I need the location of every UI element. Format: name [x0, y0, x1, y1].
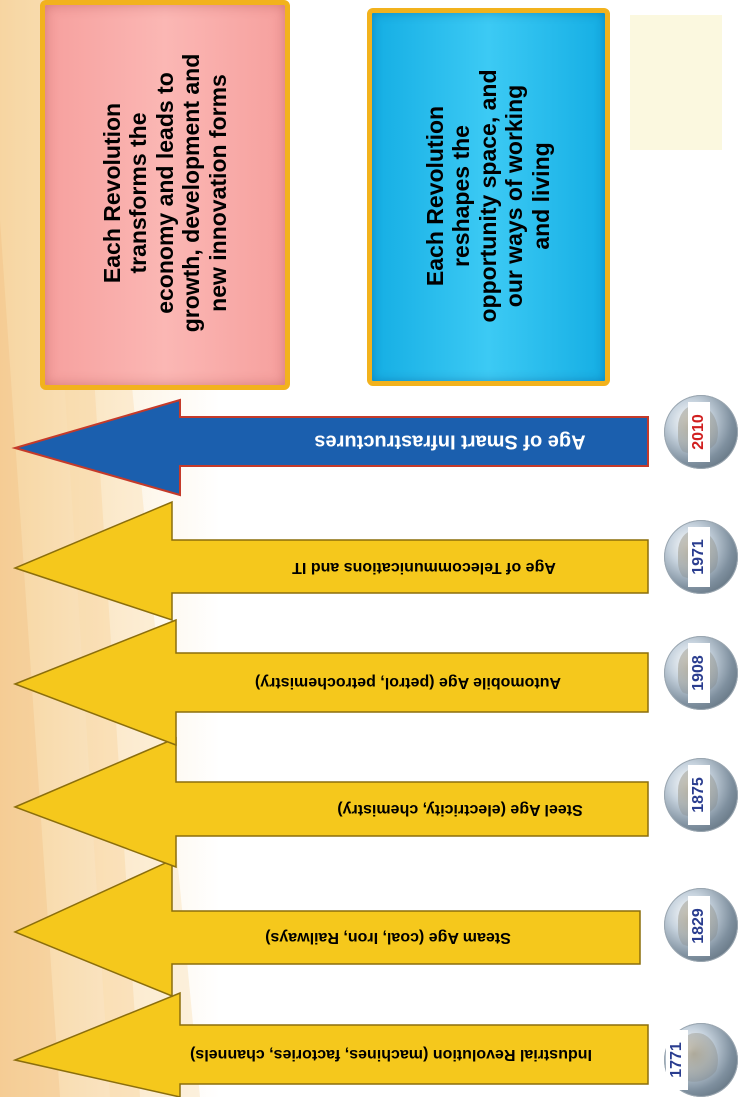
year-badge-1829: 1829 — [688, 896, 710, 956]
arrow-industrial-revolution — [12, 991, 649, 1097]
arrow-steel-age — [12, 736, 649, 869]
arrow-smart-infrastructures — [11, 398, 649, 497]
year-badge-1971: 1971 — [688, 527, 710, 587]
era-label-industrial-revolution: Industrial Revolution (machines, factori… — [190, 1046, 592, 1063]
year-badge-1875: 1875 — [688, 765, 710, 825]
era-label-smart-infrastructures: Age of Smart Infrastructures — [314, 430, 586, 453]
year-badge-2010: 2010 — [688, 402, 710, 462]
arrow-steam-age — [13, 858, 641, 998]
era-label-telecommunications-age: Age of Telecommunications and IT — [292, 559, 556, 576]
arrow-telecommunications-age — [12, 500, 649, 622]
note-panel — [630, 15, 722, 150]
era-label-steam-age: Steam Age (coal, Iron, Railways) — [265, 929, 511, 946]
era-label-steel-age: Steel Age (electricity, chemistry) — [337, 801, 583, 818]
economy-box — [40, 0, 290, 390]
year-badge-1908: 1908 — [688, 643, 710, 703]
arrow-automobile-age — [12, 618, 649, 747]
year-badge-1771: 1771 — [666, 1030, 688, 1090]
era-label-automobile-age: Automobile Age (petrol, petrochemistry) — [254, 674, 562, 691]
opportunity-box — [367, 8, 610, 386]
